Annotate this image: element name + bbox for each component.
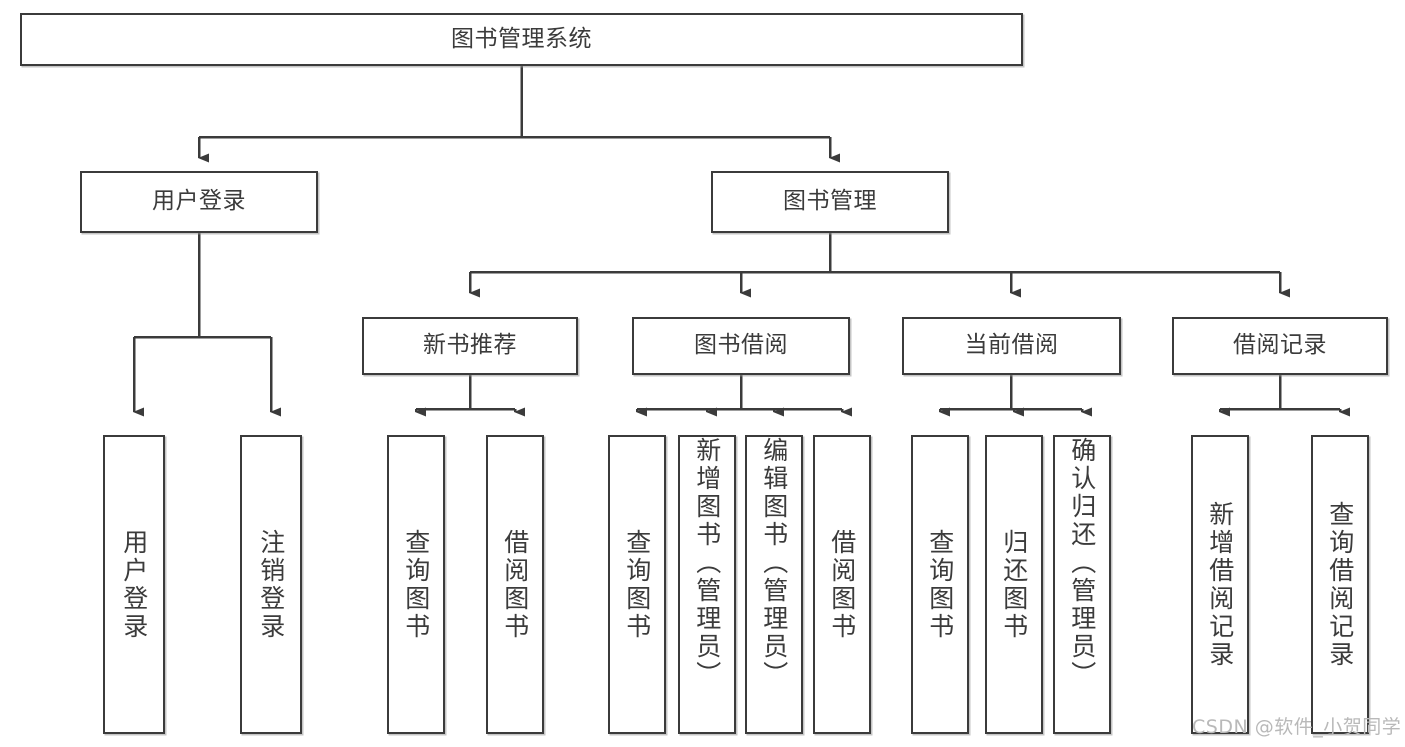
node-leaf-user-logout[interactable]: 注销登录 [240,435,302,734]
node-leaf-borrow-book-1-label: 借阅图书 [500,528,530,641]
node-book-borrow[interactable]: 图书借阅 [632,317,850,375]
node-new-book-rec[interactable]: 新书推荐 [362,317,578,375]
node-leaf-user-login[interactable]: 用户登录 [103,435,165,734]
node-leaf-query-book-2-label: 查询图书 [622,528,652,641]
watermark-text: CSDN @软件_小贺同学 [1192,716,1402,738]
node-leaf-add-record-label: 新增借阅记录 [1205,500,1235,669]
node-leaf-confirm-return[interactable]: 确认归还（管理员） [1053,435,1111,734]
node-leaf-user-login-label: 用户登录 [119,528,149,641]
node-leaf-query-book-2[interactable]: 查询图书 [608,435,666,734]
node-book-manage[interactable]: 图书管理 [711,171,949,233]
node-leaf-query-book-3-label: 查询图书 [925,528,955,641]
node-leaf-edit-book-label: 编辑图书（管理员） [759,437,789,689]
node-root-label: 图书管理系统 [451,25,592,52]
node-leaf-borrow-book-1[interactable]: 借阅图书 [486,435,544,734]
node-leaf-query-book-3[interactable]: 查询图书 [911,435,969,734]
node-current-borrow[interactable]: 当前借阅 [902,317,1121,375]
node-borrow-record[interactable]: 借阅记录 [1172,317,1388,375]
node-user-login[interactable]: 用户登录 [80,171,318,233]
node-leaf-borrow-book-2[interactable]: 借阅图书 [813,435,871,734]
node-borrow-record-label: 借阅记录 [1233,332,1327,359]
node-leaf-query-book-1-label: 查询图书 [401,528,431,641]
node-book-borrow-label: 图书借阅 [694,332,788,359]
node-user-login-label: 用户登录 [152,188,246,215]
node-leaf-query-book-1[interactable]: 查询图书 [387,435,445,734]
node-leaf-query-record-label: 查询借阅记录 [1325,500,1355,669]
node-leaf-add-book-label: 新增图书（管理员） [692,437,722,689]
node-leaf-user-logout-label: 注销登录 [256,528,286,641]
node-leaf-confirm-return-label: 确认归还（管理员） [1067,437,1097,689]
node-leaf-borrow-book-2-label: 借阅图书 [827,528,857,641]
node-leaf-return-book[interactable]: 归还图书 [985,435,1043,734]
node-leaf-edit-book[interactable]: 编辑图书（管理员） [745,435,803,734]
node-leaf-query-record[interactable]: 查询借阅记录 [1311,435,1369,734]
node-root[interactable]: 图书管理系统 [20,13,1023,66]
node-leaf-add-record[interactable]: 新增借阅记录 [1191,435,1249,734]
node-book-manage-label: 图书管理 [783,188,877,215]
node-leaf-return-book-label: 归还图书 [999,528,1029,641]
node-leaf-add-book[interactable]: 新增图书（管理员） [678,435,736,734]
node-new-book-rec-label: 新书推荐 [423,332,517,359]
node-current-borrow-label: 当前借阅 [964,332,1059,359]
